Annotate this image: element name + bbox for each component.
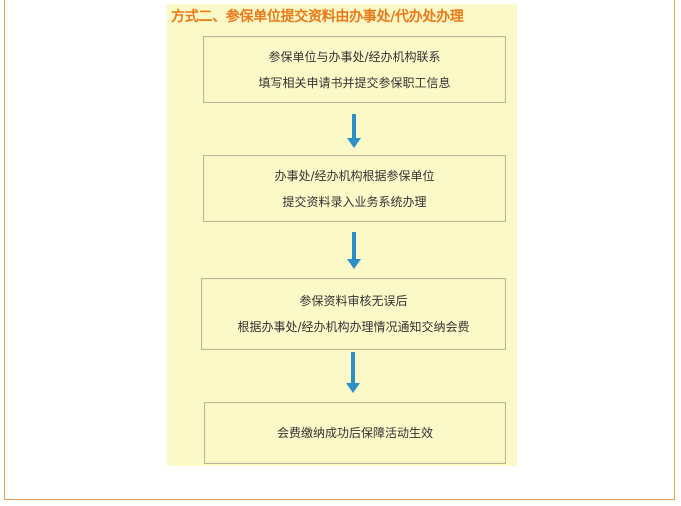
arrow-down-icon — [347, 114, 361, 149]
step-1-line-1: 参保单位与办事处/经办机构联系 — [268, 49, 441, 64]
arrow-down-icon — [346, 352, 360, 394]
step-3-line-1: 参保资料审核无误后 — [299, 294, 408, 308]
step-2-line-2: 提交资料录入业务系统办理 — [282, 194, 427, 209]
step-4-line-1: 会费缴纳成功后保障活动生效 — [276, 426, 433, 440]
step-1-line-2: 填写相关申请书并提交参保职工信息 — [258, 75, 451, 90]
arrow-down-icon — [347, 232, 361, 270]
step-box-3: 参保资料审核无误后 根据办事处/经办机构办理情况通知交纳会费 — [201, 278, 506, 350]
step-box-4: 会费缴纳成功后保障活动生效 — [204, 402, 506, 464]
step-2-line-1: 办事处/经办机构根据参保单位 — [274, 168, 435, 183]
flowchart-title: 方式二、参保单位提交资料由办事处/代办处办理 — [171, 9, 464, 25]
step-box-2: 办事处/经办机构根据参保单位 提交资料录入业务系统办理 — [203, 155, 506, 222]
step-3-line-2: 根据办事处/经办机构办理情况通知交纳会费 — [237, 320, 470, 334]
step-box-1: 参保单位与办事处/经办机构联系 填写相关申请书并提交参保职工信息 — [203, 36, 506, 103]
